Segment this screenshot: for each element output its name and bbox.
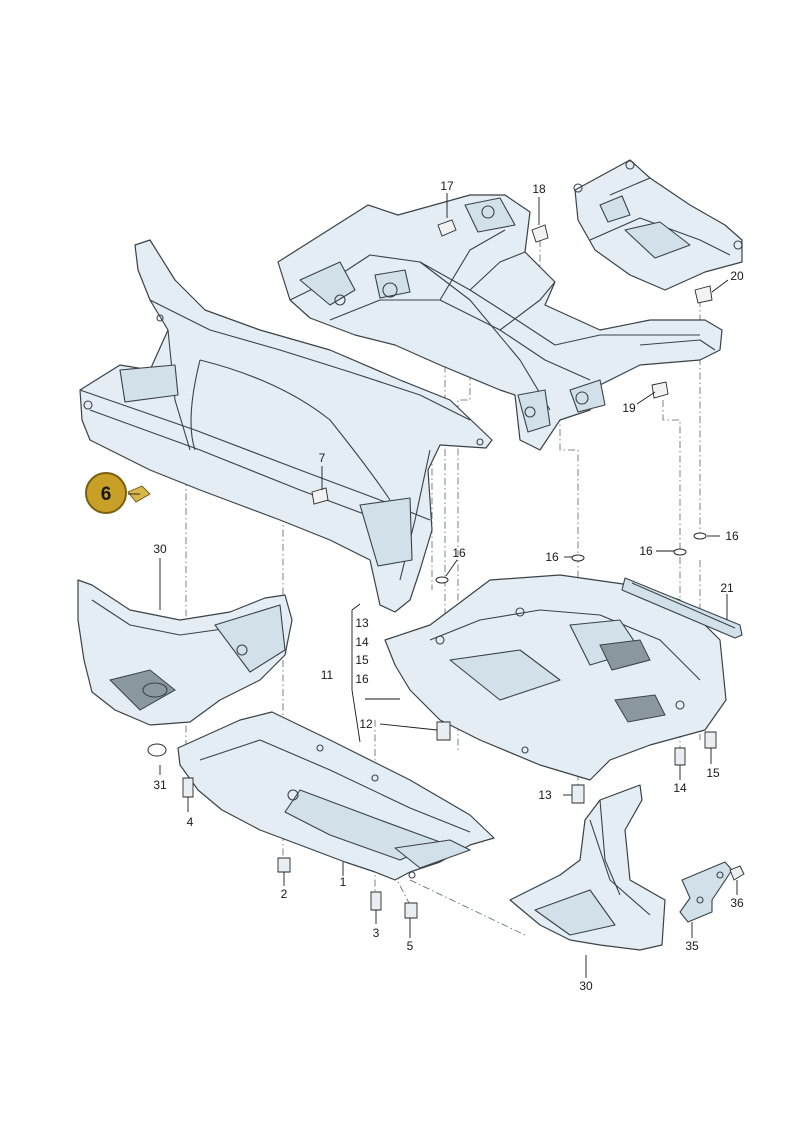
- wheelhouse-liner-right: [509, 784, 666, 951]
- callout-badge-6[interactable]: 6: [85, 472, 127, 514]
- callout-label: 13: [355, 616, 369, 630]
- callout-label: 35: [685, 939, 699, 953]
- callout-label: 2: [281, 887, 288, 901]
- callout-label: 16: [452, 546, 466, 560]
- callout-label: 21: [720, 581, 734, 595]
- callout-label: 1: [340, 875, 347, 889]
- callout-label: 7: [319, 451, 326, 465]
- callout-label: 16: [639, 544, 653, 558]
- leader-lines: [128, 193, 738, 978]
- callout-label: 17: [440, 179, 454, 193]
- trim-strip: [621, 577, 743, 639]
- callout-label: 14: [355, 635, 369, 649]
- callout-label: 31: [153, 778, 167, 792]
- callout-labels: 17 18 20 19 7 16 16 16 16 16 21 30 13 14…: [153, 179, 744, 993]
- callout-label: 13: [538, 788, 552, 802]
- bolt-icon: [182, 721, 717, 919]
- callout-6-label: 6: [101, 484, 112, 505]
- callout-label: 16: [725, 529, 739, 543]
- lock-carrier: [79, 239, 493, 613]
- front-underbody-guard: [177, 711, 495, 881]
- rear-underbody-panel: [384, 574, 727, 781]
- callout-label: 15: [706, 766, 720, 780]
- callout-label: 16: [355, 672, 369, 686]
- subframe: [277, 194, 723, 451]
- callout-label: 11: [321, 668, 334, 682]
- callout-label: 12: [359, 717, 373, 731]
- callout-label: 30: [153, 542, 167, 556]
- callout-label: 4: [187, 815, 194, 829]
- callout-label: 5: [407, 939, 414, 953]
- wheelhouse-liner-left: [77, 579, 293, 726]
- callout-label: 3: [373, 926, 380, 940]
- callout-label: 15: [355, 653, 369, 667]
- callout-label: 36: [730, 896, 744, 910]
- callout-label: 16: [545, 550, 559, 564]
- bracket-35: [679, 861, 733, 923]
- callout-label: 19: [622, 401, 636, 415]
- callout-label: 14: [673, 781, 687, 795]
- washer-icon: [147, 532, 707, 757]
- callout-label: 30: [579, 979, 593, 993]
- spring-clip-nut-icon: [127, 219, 713, 505]
- callout-label: 20: [730, 269, 744, 283]
- steering-rack-bracket: [573, 159, 743, 291]
- callout-label: 18: [532, 182, 546, 196]
- nut-36: [729, 865, 745, 881]
